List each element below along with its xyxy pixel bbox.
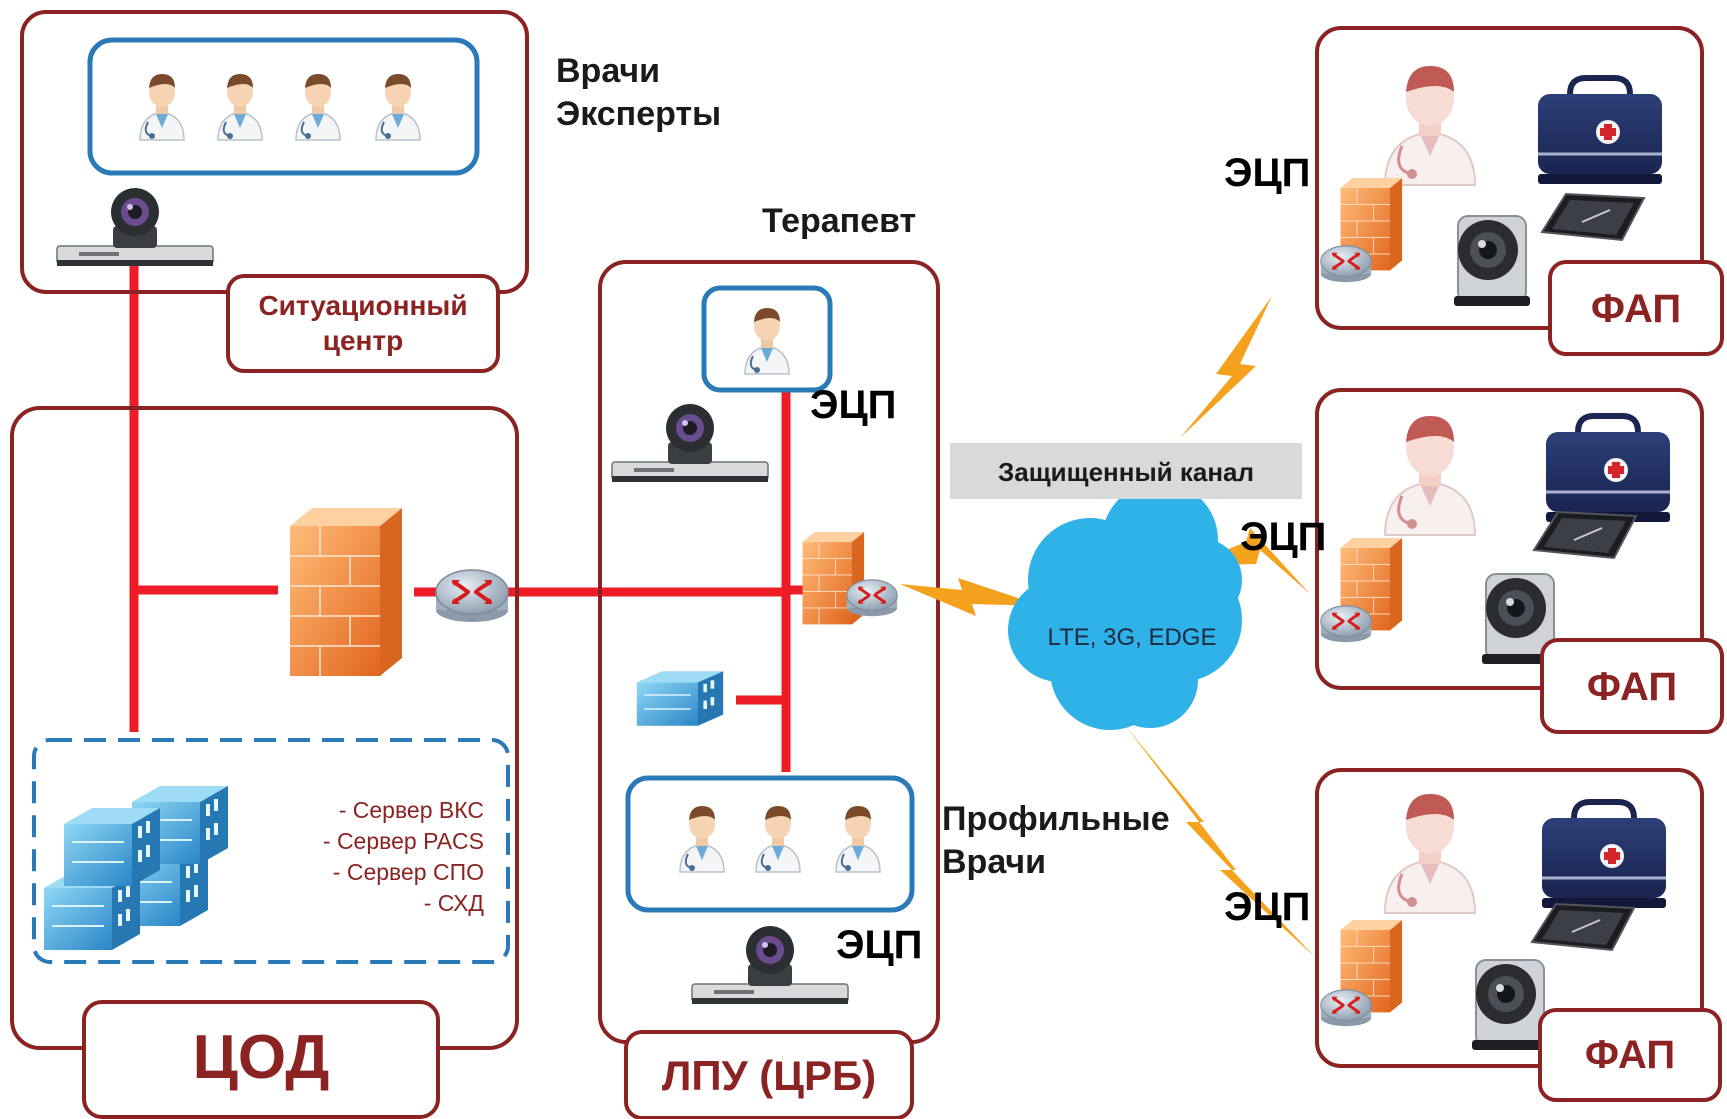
experts-group	[87, 37, 480, 176]
medical-bag-icon	[1542, 802, 1666, 908]
situation-center-label-line2: центр	[323, 325, 404, 356]
video-codec-icon	[611, 403, 769, 483]
signature-label: ЭЦП	[1240, 515, 1326, 559]
lightning-links	[900, 296, 1316, 958]
cloud-icon	[1008, 482, 1242, 730]
server-item: - Сервер СПО	[333, 859, 484, 885]
lpu-label: ЛПУ (ЦРБ)	[662, 1052, 876, 1099]
doctor-icon	[1383, 792, 1477, 915]
situation-center-label-box	[226, 274, 500, 373]
firewall-icon	[289, 507, 403, 677]
server-stack-icon	[43, 785, 229, 951]
video-codec-icon	[56, 187, 214, 267]
experts-label-line1: Врачи	[556, 52, 660, 90]
situation-center-label-line1: Ситуационный	[258, 290, 467, 321]
secure-channel-banner	[950, 443, 1302, 499]
medical-bag-icon	[1538, 78, 1662, 184]
cod-frame	[10, 406, 519, 1050]
server-icon	[635, 670, 725, 727]
tablet-icon	[1531, 903, 1635, 951]
fap-label: ФАП	[1585, 1033, 1675, 1077]
cod-label-box	[82, 1000, 440, 1119]
router-icon	[1319, 244, 1373, 284]
fap-label-box	[1540, 638, 1724, 734]
server-item: - СХД	[424, 890, 485, 916]
fap-label-box	[1538, 1008, 1722, 1102]
router-icon	[1319, 604, 1373, 644]
fap-frame	[1315, 768, 1704, 1068]
router-icon	[1319, 988, 1373, 1028]
camera-icon	[1471, 959, 1549, 1051]
cod-datacenter: - Сервер ВКС - Сервер PACS - Сервер СПО …	[10, 406, 519, 1119]
fap-station: ЭЦП ФАП	[1240, 388, 1724, 734]
medical-bag-icon	[1546, 416, 1670, 522]
cloud-label: LTE, 3G, EDGE	[1048, 624, 1217, 651]
cod-label: ЦОД	[193, 1023, 330, 1092]
therapist-label: Терапевт	[762, 202, 916, 240]
signature-label: ЭЦП	[1224, 151, 1310, 195]
fap-label: ФАП	[1591, 287, 1681, 331]
fap-frame	[1315, 388, 1704, 690]
lpu-label-box	[624, 1030, 914, 1119]
signature-label: ЭЦП	[1224, 885, 1310, 929]
router-icon	[845, 578, 899, 618]
specialists-label-line2: Врачи	[942, 843, 1046, 881]
server-item: - Сервер PACS	[323, 828, 484, 854]
lightning-icon	[900, 578, 1042, 616]
secure-channel-label: Защищенный канал	[998, 457, 1254, 487]
experts-label-line2: Эксперты	[556, 95, 721, 133]
lightning-icon	[1186, 528, 1310, 594]
lightning-icon	[1180, 296, 1272, 438]
fap-frame	[1315, 26, 1704, 330]
video-codec-icon	[691, 925, 849, 1005]
specialists-group	[625, 775, 915, 913]
signature-label: ЭЦП	[836, 923, 922, 967]
server-item: - Сервер ВКС	[339, 797, 484, 823]
camera-icon	[1453, 215, 1531, 307]
fap-station: ЭЦП ФАП	[1224, 768, 1722, 1102]
signature-label: ЭЦП	[810, 383, 896, 427]
secure-network: LTE, 3G, EDGE Защищенный канал	[900, 296, 1316, 958]
server-group	[32, 738, 510, 964]
situation-center: Ситуационный центр Врачи Эксперты	[20, 10, 721, 373]
doctor-icon	[1383, 414, 1477, 537]
fap-label-box	[1548, 260, 1724, 356]
router-icon	[434, 568, 510, 624]
network-links	[129, 262, 812, 772]
doctor-icon	[1383, 64, 1477, 187]
fap-label: ФАП	[1587, 665, 1677, 709]
tablet-icon	[1541, 193, 1645, 241]
lpu-hospital: Терапевт ЭЦП ЭЦП Профильные Врачи ЛПУ (Ц…	[598, 202, 1170, 1119]
specialists-label-line1: Профильные	[942, 800, 1170, 838]
fap-station: ЭЦП ФАП	[1224, 26, 1724, 356]
